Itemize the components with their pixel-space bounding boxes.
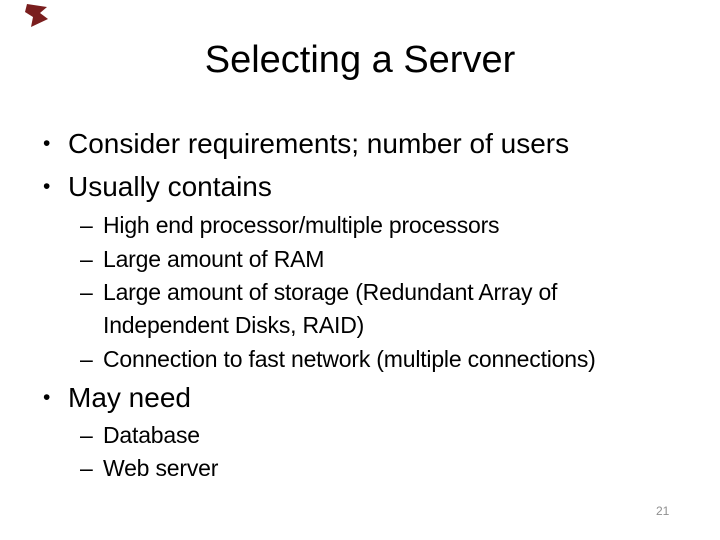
dash-icon: –: [80, 455, 93, 481]
corner-accent-icon: [25, 4, 48, 27]
bullet-icon: •: [43, 175, 51, 198]
slide-title: Selecting a Server: [204, 39, 516, 81]
sub-bullet-text: High end processor/multiple processors: [103, 212, 500, 238]
bullet-text: May need: [68, 382, 191, 413]
page-number: 21: [656, 504, 670, 518]
sub-bullet-text: Web server: [103, 455, 219, 481]
bullet-text: Consider requirements; number of users: [68, 128, 570, 159]
sub-bullet-text: Large amount of storage (Redundant Array…: [103, 279, 558, 338]
bullet-item: • Consider requirements; number of users: [40, 127, 688, 161]
bullet-icon: •: [43, 132, 51, 155]
sub-bullet-item: – Web server: [80, 452, 688, 485]
slide-body: • Consider requirements; number of users…: [40, 127, 688, 485]
bullet-text: Usually contains: [68, 171, 272, 202]
bullet-item: • Usually contains: [40, 170, 688, 204]
sub-bullet-text: Database: [103, 422, 200, 448]
dash-icon: –: [80, 346, 93, 372]
corner-accent-shape: [25, 4, 48, 27]
dash-icon: –: [80, 246, 93, 272]
sub-bullet-text: Connection to fast network (multiple con…: [103, 346, 596, 372]
dash-icon: –: [80, 422, 93, 448]
bullet-item: • May need: [40, 381, 688, 415]
sub-bullet-item: – Large amount of storage (Redundant Arr…: [80, 276, 688, 342]
sub-bullet-item: – Large amount of RAM: [80, 243, 688, 276]
bullet-icon: •: [43, 386, 51, 409]
sub-bullet-item: – High end processor/multiple processors: [80, 209, 688, 242]
sub-bullet-item: – Connection to fast network (multiple c…: [80, 343, 688, 376]
dash-icon: –: [80, 279, 93, 305]
dash-icon: –: [80, 212, 93, 238]
sub-bullet-text: Large amount of RAM: [103, 246, 325, 272]
sub-bullet-item: – Database: [80, 419, 688, 452]
